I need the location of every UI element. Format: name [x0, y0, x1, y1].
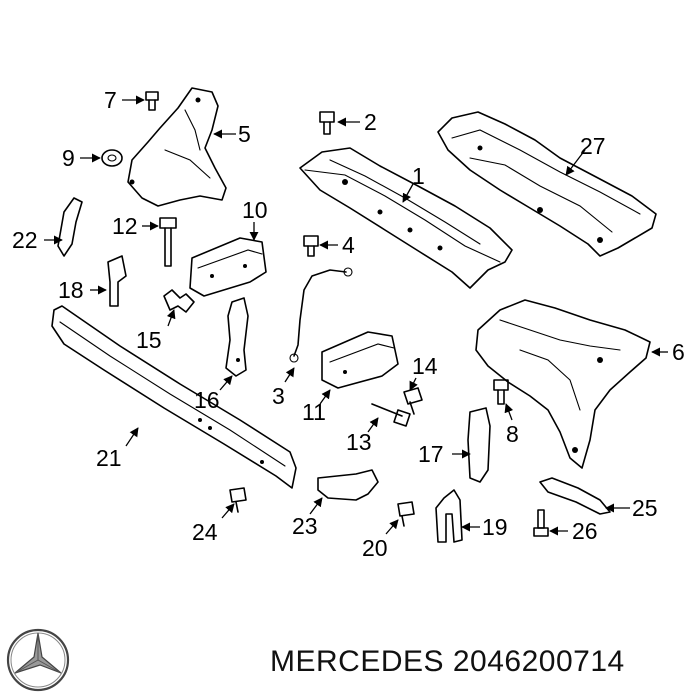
leader-lines — [44, 95, 668, 536]
fastener-9 — [101, 149, 123, 167]
fastener-14 — [403, 387, 423, 415]
callout-13: 13 — [346, 429, 372, 455]
callout-16: 16 — [194, 387, 220, 413]
callout-11: 11 — [302, 399, 326, 425]
callout-24: 24 — [192, 519, 218, 545]
callout-23: 23 — [292, 513, 318, 539]
callout-10: 10 — [242, 197, 268, 223]
part-23-bracket — [317, 469, 379, 501]
fastener-4 — [303, 235, 319, 257]
fastener-26 — [533, 509, 549, 537]
fastener-7 — [145, 91, 159, 111]
fastener-13 — [371, 403, 411, 427]
part-5-bracket — [127, 87, 227, 207]
callout-21: 21 — [96, 445, 122, 471]
fastener-12 — [159, 217, 177, 267]
callout-labels: 7 9 2 5 27 1 12 10 22 4 18 15 6 14 3 11 … — [12, 87, 685, 561]
part-3-rod — [289, 267, 353, 363]
callout-7: 7 — [104, 87, 117, 113]
callout-14: 14 — [412, 353, 438, 379]
fastener-8 — [493, 379, 509, 405]
callout-17: 17 — [418, 441, 444, 467]
callout-12: 12 — [112, 213, 138, 239]
part-16-bracket — [225, 297, 249, 377]
callout-26: 26 — [572, 518, 598, 544]
part-21-bumper-bar — [51, 305, 297, 489]
callout-19: 19 — [482, 514, 508, 540]
part-10-bracket — [189, 237, 267, 297]
part-11-bracket — [321, 331, 399, 389]
part-25-strip — [539, 477, 611, 515]
part-19-bracket — [435, 489, 463, 543]
callout-1: 1 — [412, 163, 425, 189]
part-15-clip — [163, 289, 195, 313]
part-6-side-panel — [475, 299, 651, 469]
callout-4: 4 — [342, 232, 355, 258]
part-17-bracket — [467, 407, 491, 483]
callout-6: 6 — [672, 339, 685, 365]
callout-2: 2 — [364, 109, 377, 135]
fastener-2 — [319, 111, 335, 135]
part-22-bracket — [57, 197, 83, 257]
callout-9: 9 — [62, 145, 75, 171]
part-1-crossmember — [299, 147, 513, 289]
callout-22: 22 — [12, 227, 38, 253]
callout-27: 27 — [580, 133, 606, 159]
callout-5: 5 — [238, 121, 251, 147]
callout-20: 20 — [362, 535, 388, 561]
callout-8: 8 — [506, 421, 519, 447]
part-number-caption: MERCEDES 2046200714 — [270, 645, 625, 678]
callout-25: 25 — [632, 495, 658, 521]
callout-3: 3 — [272, 383, 285, 409]
mercedes-star-logo — [6, 628, 70, 692]
callout-18: 18 — [58, 277, 84, 303]
fastener-24 — [229, 487, 247, 513]
part-18-bracket — [107, 255, 127, 307]
callout-15: 15 — [136, 327, 162, 353]
part-27-rear-crossmember — [437, 111, 657, 257]
fastener-20 — [397, 501, 415, 527]
